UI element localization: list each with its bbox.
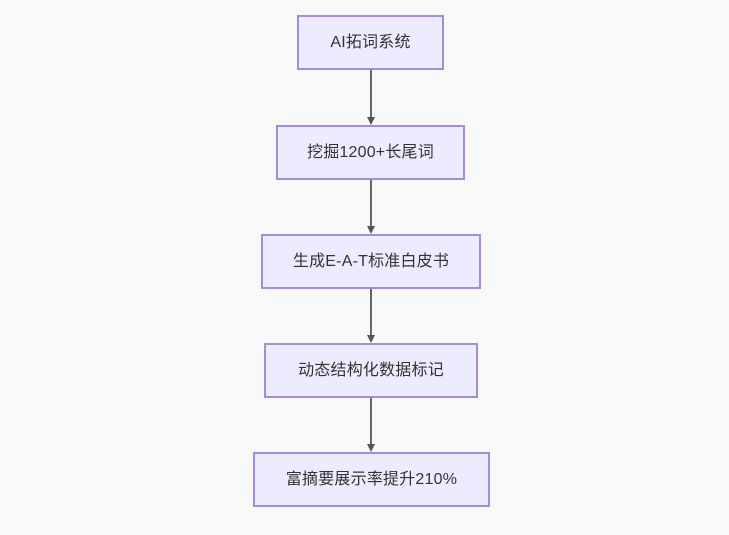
flow-node-ai-keyword-system[interactable]: AI拓词系统 (297, 15, 444, 70)
flow-node-generate-eat-whitepaper[interactable]: 生成E-A-T标准白皮书 (261, 234, 481, 289)
arrow-shaft (370, 180, 372, 226)
flow-arrow-4 (367, 398, 375, 452)
flow-node-label: 生成E-A-T标准白皮书 (292, 252, 450, 270)
arrowhead-down-icon (367, 335, 375, 343)
flow-arrow-3 (367, 289, 375, 343)
flow-node-mine-longtail-keywords[interactable]: 挖掘1200+长尾词 (276, 125, 465, 180)
flow-arrow-1 (367, 70, 375, 125)
flow-node-label: 富摘要展示率提升210% (285, 470, 458, 488)
arrow-shaft (370, 70, 372, 117)
arrowhead-down-icon (367, 444, 375, 452)
flow-node-label: AI拓词系统 (330, 33, 411, 51)
arrow-shaft (370, 289, 372, 335)
arrow-shaft (370, 398, 372, 444)
flow-node-label: 动态结构化数据标记 (298, 361, 444, 379)
arrowhead-down-icon (367, 117, 375, 125)
flow-arrow-2 (367, 180, 375, 234)
flow-node-rich-snippet-impression-lift[interactable]: 富摘要展示率提升210% (253, 452, 490, 507)
flow-node-label: 挖掘1200+长尾词 (307, 143, 434, 161)
arrowhead-down-icon (367, 226, 375, 234)
flow-node-dynamic-structured-data-markup[interactable]: 动态结构化数据标记 (264, 343, 478, 398)
